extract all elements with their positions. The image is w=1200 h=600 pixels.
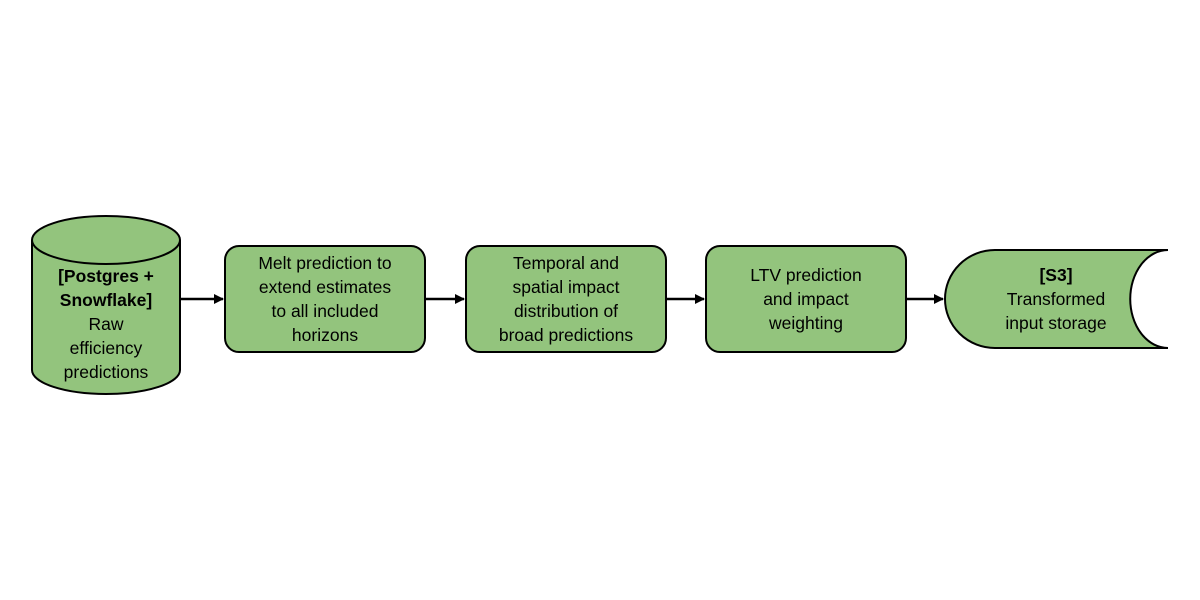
sink-title-line-1: [S3]	[1039, 265, 1073, 285]
source-title-line-1: [Postgres +	[58, 266, 154, 286]
step1-line-1: Melt prediction to	[258, 253, 392, 273]
step2-line-3: distribution of	[513, 301, 619, 321]
step3-line-2: and impact	[763, 289, 849, 309]
step3-line-3: weighting	[769, 313, 843, 333]
s3-storage-label: [S3] Transformed input storage	[958, 250, 1154, 348]
sink-body-line-1: Transformed	[1006, 289, 1106, 309]
step1-line-3: to all included	[271, 301, 379, 321]
ltv-prediction-label: LTV prediction and impact weighting	[706, 246, 906, 352]
step2-line-2: spatial impact	[512, 277, 620, 297]
step2-line-1: Temporal and	[512, 253, 620, 273]
source-body-line-1: Raw	[88, 314, 124, 334]
source-database-label: [Postgres + Snowflake] Raw efficiency pr…	[32, 262, 180, 386]
source-title-line-2: Snowflake]	[59, 290, 153, 310]
source-body-line-3: predictions	[63, 362, 149, 382]
melt-prediction-label: Melt prediction to extend estimates to a…	[225, 246, 425, 352]
step2-line-4: broad predictions	[498, 325, 634, 345]
source-body-line-2: efficiency	[69, 338, 143, 358]
impact-distribution-label: Temporal and spatial impact distribution…	[466, 246, 666, 352]
source-database-cylinder	[31, 215, 181, 395]
step1-line-2: extend estimates	[258, 277, 392, 297]
step1-line-4: horizons	[291, 325, 359, 345]
sink-body-line-2: input storage	[1005, 313, 1107, 333]
s3-storage-shape	[944, 249, 1169, 349]
step3-line-1: LTV prediction	[750, 265, 862, 285]
